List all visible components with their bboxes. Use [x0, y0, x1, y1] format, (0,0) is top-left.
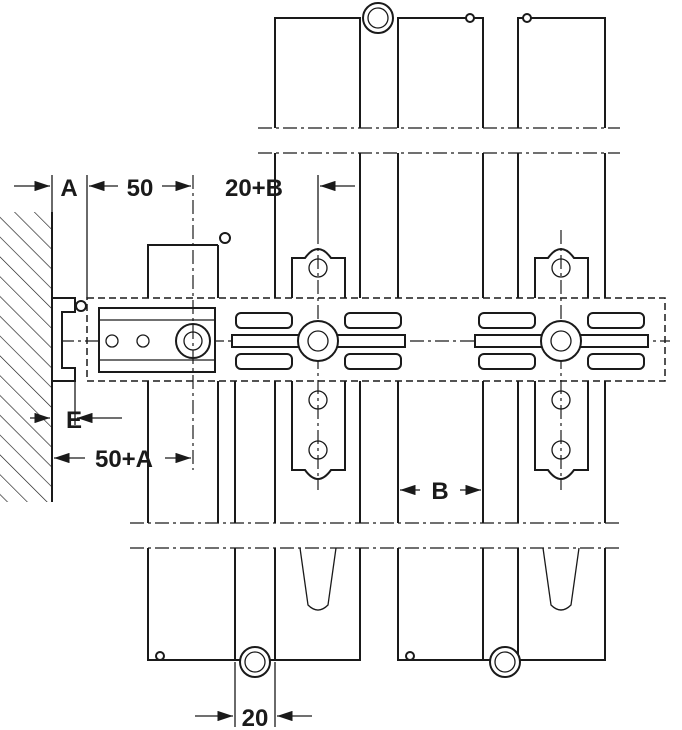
dim-label-e: E — [66, 407, 82, 434]
dim-label-20: 20 — [242, 705, 269, 730]
dim-label-20-plus-b: 20+B — [225, 175, 283, 202]
dim-label-a: A — [60, 175, 77, 202]
wall — [0, 212, 53, 502]
dimension-lines — [14, 175, 481, 727]
dim-label-b: B — [431, 478, 448, 505]
dim-label-50: 50 — [127, 175, 154, 202]
track-assembly — [51, 175, 670, 470]
door-panels-top — [274, 2, 606, 128]
break-lines — [130, 127, 620, 549]
door-panels-middle — [147, 153, 606, 523]
door-panels-bottom — [147, 547, 606, 678]
dim-label-50-plus-a: 50+A — [95, 446, 153, 473]
